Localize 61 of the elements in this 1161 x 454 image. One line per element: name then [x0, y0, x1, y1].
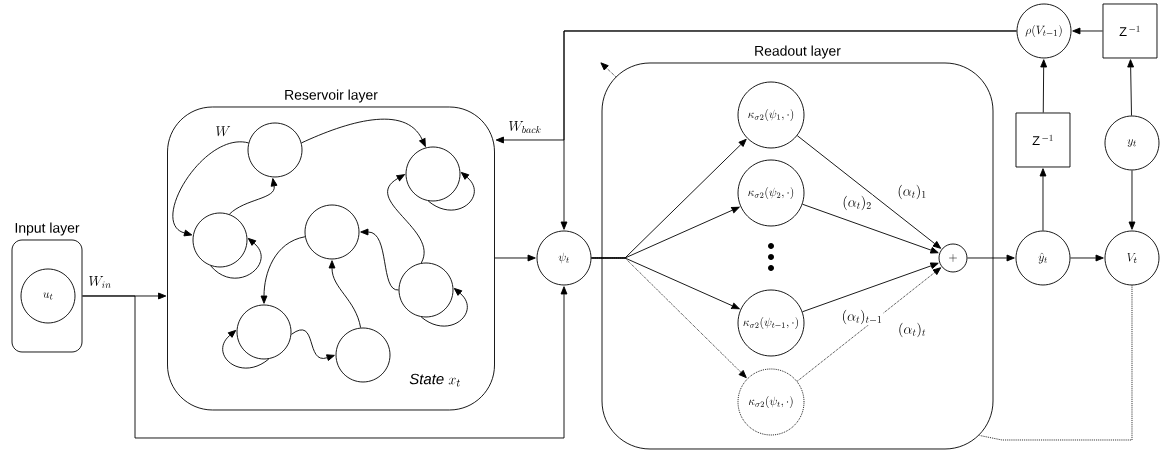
arrow — [967, 254, 1015, 262]
variable-node: $y_t$ — [1104, 115, 1160, 171]
neuron-circle — [192, 212, 248, 268]
edge-label: $(\alpha_t)_t$ — [897, 321, 928, 339]
layer-heading: Input layer — [15, 222, 80, 236]
arrow — [360, 228, 399, 291]
edge-label: $W$ — [214, 125, 232, 137]
connector-line — [979, 285, 1133, 441]
neuron-circle — [304, 204, 360, 260]
arrow — [796, 267, 942, 382]
arrow — [1039, 168, 1047, 231]
variable-node: $\hat{y}_t$ — [1015, 230, 1071, 286]
arrow — [290, 329, 335, 361]
arrow — [301, 118, 426, 147]
variable-node: $\psi_t$ — [536, 230, 592, 286]
kernel-node: $\kappa_{\sigma 2}(\psi_t,\cdot)$ — [737, 368, 805, 436]
layer-heading: Reservoir layer — [285, 89, 378, 103]
kernel-node: $\kappa_{\sigma 2}(\psi_2,\cdot)$ — [737, 159, 805, 227]
arrow — [1128, 170, 1136, 230]
arrow — [228, 178, 278, 215]
kernel-node: $\kappa_{\sigma 2}(\psi_{t-1},\cdot)$ — [737, 289, 805, 357]
arrow — [1072, 27, 1103, 35]
arrow — [260, 236, 306, 304]
arrow — [1127, 59, 1135, 116]
variable-node: $\rho(V_{t-1})$ — [1016, 3, 1072, 59]
neuron-circle — [247, 122, 303, 178]
layer-heading: Readout layer — [755, 45, 841, 59]
variable-node: $u_t$ — [20, 268, 76, 324]
neuron-circle — [405, 146, 461, 202]
arrow — [591, 257, 747, 379]
state-label: $\textit{State}\ x_t$ — [409, 373, 460, 387]
arrow — [600, 62, 616, 77]
arrow — [796, 135, 942, 249]
neuron-circle — [398, 262, 454, 318]
arrow — [494, 254, 536, 262]
arrow — [387, 174, 425, 264]
edge-label: $W_{in}$ — [87, 275, 113, 289]
neuron-circle — [236, 304, 292, 360]
arrow — [802, 262, 939, 313]
kernel-node: $\kappa_{\sigma 2}(\psi_1,\cdot)$ — [737, 81, 805, 149]
edge-label: $(\alpha_t)_2$ — [841, 194, 873, 212]
arrow — [82, 286, 568, 439]
edge-label: $(\alpha_t)_{t-1}$ — [840, 308, 884, 326]
arrow — [802, 203, 939, 254]
arrow — [495, 30, 1017, 144]
arrow — [222, 329, 270, 369]
neuron-circle — [335, 327, 391, 383]
edge-label: $W_{back}$ — [507, 120, 543, 134]
arrow — [210, 237, 262, 279]
sum-node: $+$ — [938, 243, 968, 273]
arrow — [172, 141, 249, 237]
arrow — [420, 287, 468, 327]
arrow — [1070, 254, 1104, 262]
arrow — [328, 260, 362, 329]
edge-label: $(\alpha_t)_1$ — [896, 183, 928, 201]
arrow — [1040, 59, 1048, 113]
delay-box: $\mathrm{Z}^{\,-1}$ — [1015, 112, 1071, 168]
variable-node: $V_t$ — [1104, 230, 1160, 286]
delay-box: $\mathrm{Z}^{\,-1}$ — [1102, 3, 1158, 59]
arrow — [427, 171, 475, 211]
arrow — [591, 257, 740, 310]
